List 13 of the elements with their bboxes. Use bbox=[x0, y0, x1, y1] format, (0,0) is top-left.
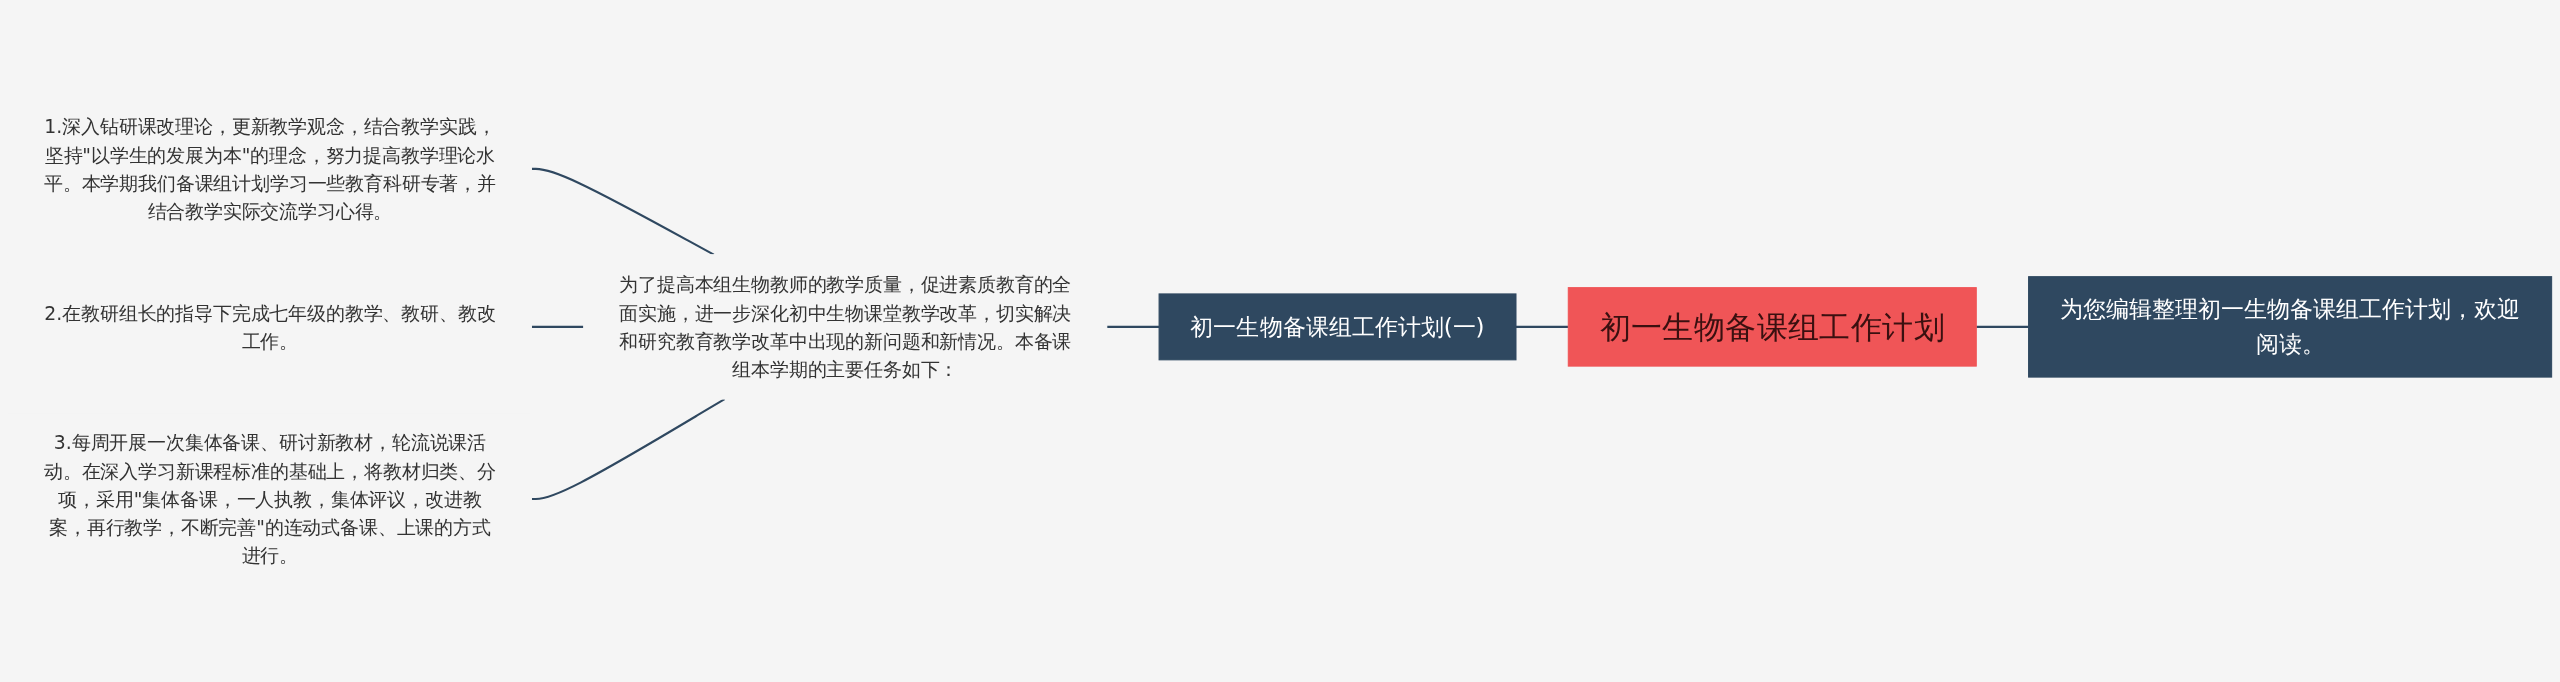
node-text: 为了提高本组生物教师的教学质量，促进素质教育的全面实施，进一步深化初中生物课堂教学改革，切实解决和研究教育教学改革中出现的新问题和新情况。本备课组本学期的主要任务如下： bbox=[619, 273, 1072, 381]
node-box: 初一生物备课组工作计划 bbox=[1567, 287, 1977, 367]
connector bbox=[531, 398, 726, 500]
connector bbox=[1516, 325, 1569, 328]
connector bbox=[1106, 325, 1160, 328]
node-box: 为您编辑整理初一生物备课组工作计划，欢迎阅读。 bbox=[2028, 276, 2553, 378]
connector bbox=[531, 325, 584, 328]
node-text: 3.每周开展一次集体备课、研讨新教材，轮流说课活动。在深入学习新课程标准的基础上，将教材归类、分项，采用"集体备课，一人执教，集体评议，改进教案，再行教学，不断完善"的连动式备课、上课的方式进行。 bbox=[43, 431, 496, 567]
node-text: 2.在教研组长的指导下完成七年级的教学、教研、教改工作。 bbox=[44, 301, 496, 352]
connector bbox=[1976, 325, 2029, 328]
node-text: 1.深入钻研课改理论，更新教学观念，结合教学实践，坚持"以学生的发展为本"的理念，努力提高教学理论水平。本学期我们备课组计划学习一些教育科研专著，并结合教学实际交流学习心得。 bbox=[43, 115, 496, 223]
node-box: 初一生物备课组工作计划(一) bbox=[1158, 293, 1517, 361]
connector bbox=[531, 167, 715, 256]
